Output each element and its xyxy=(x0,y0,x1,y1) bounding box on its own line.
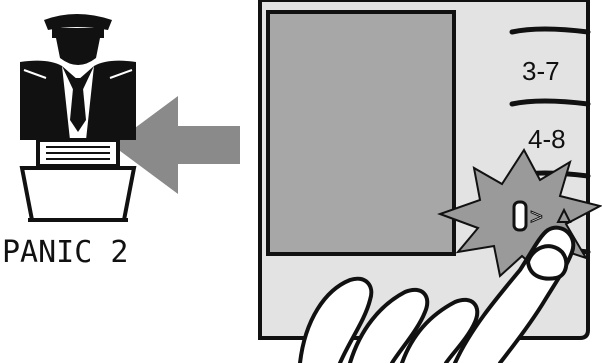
captain-icon xyxy=(20,14,136,220)
mode-symbol-gt: > xyxy=(530,204,543,229)
slider-label-3-7: 3-7 xyxy=(522,56,560,86)
character-caption: PANIC 2 xyxy=(2,235,128,270)
mode-switch-knob[interactable] xyxy=(514,202,526,230)
slider-label-4-8: 4-8 xyxy=(528,124,566,154)
device-screen xyxy=(268,12,454,254)
